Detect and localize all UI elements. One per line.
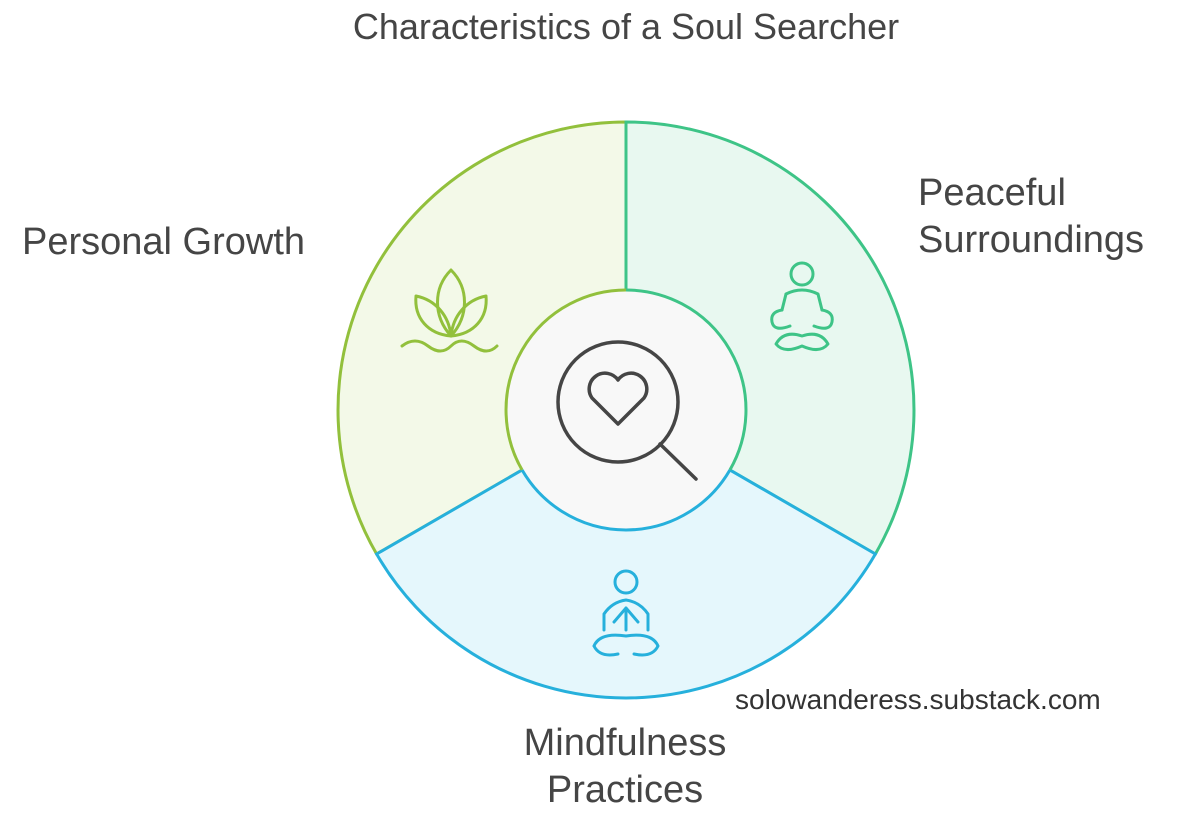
inner-ring-personal-growth bbox=[504, 288, 627, 471]
label-peaceful-surroundings: Peaceful Surroundings bbox=[918, 170, 1144, 264]
inner-ring-mindfulness-practices bbox=[520, 469, 732, 532]
label-line: Peaceful bbox=[918, 172, 1066, 214]
yoga-pose-icon bbox=[592, 569, 660, 657]
inner-ring-peaceful-surroundings bbox=[625, 288, 748, 471]
label-personal-growth: Personal Growth bbox=[22, 219, 305, 266]
lotus-icon bbox=[400, 268, 499, 353]
label-mindfulness-practices: Mindfulness Practices bbox=[470, 720, 780, 814]
label-line: Personal Growth bbox=[22, 221, 306, 263]
segment-mindfulness-practices bbox=[374, 408, 878, 700]
label-line: Mindfulness bbox=[523, 722, 727, 764]
diagram-title: Characteristics of a Soul Searcher bbox=[352, 6, 900, 47]
meditating-person-icon bbox=[770, 261, 834, 351]
watermark-url: solowanderess.substack.com bbox=[735, 684, 1101, 715]
label-line: Surroundings bbox=[918, 219, 1145, 261]
heart-magnifier-icon bbox=[556, 340, 698, 481]
label-line: Practices bbox=[546, 769, 704, 811]
